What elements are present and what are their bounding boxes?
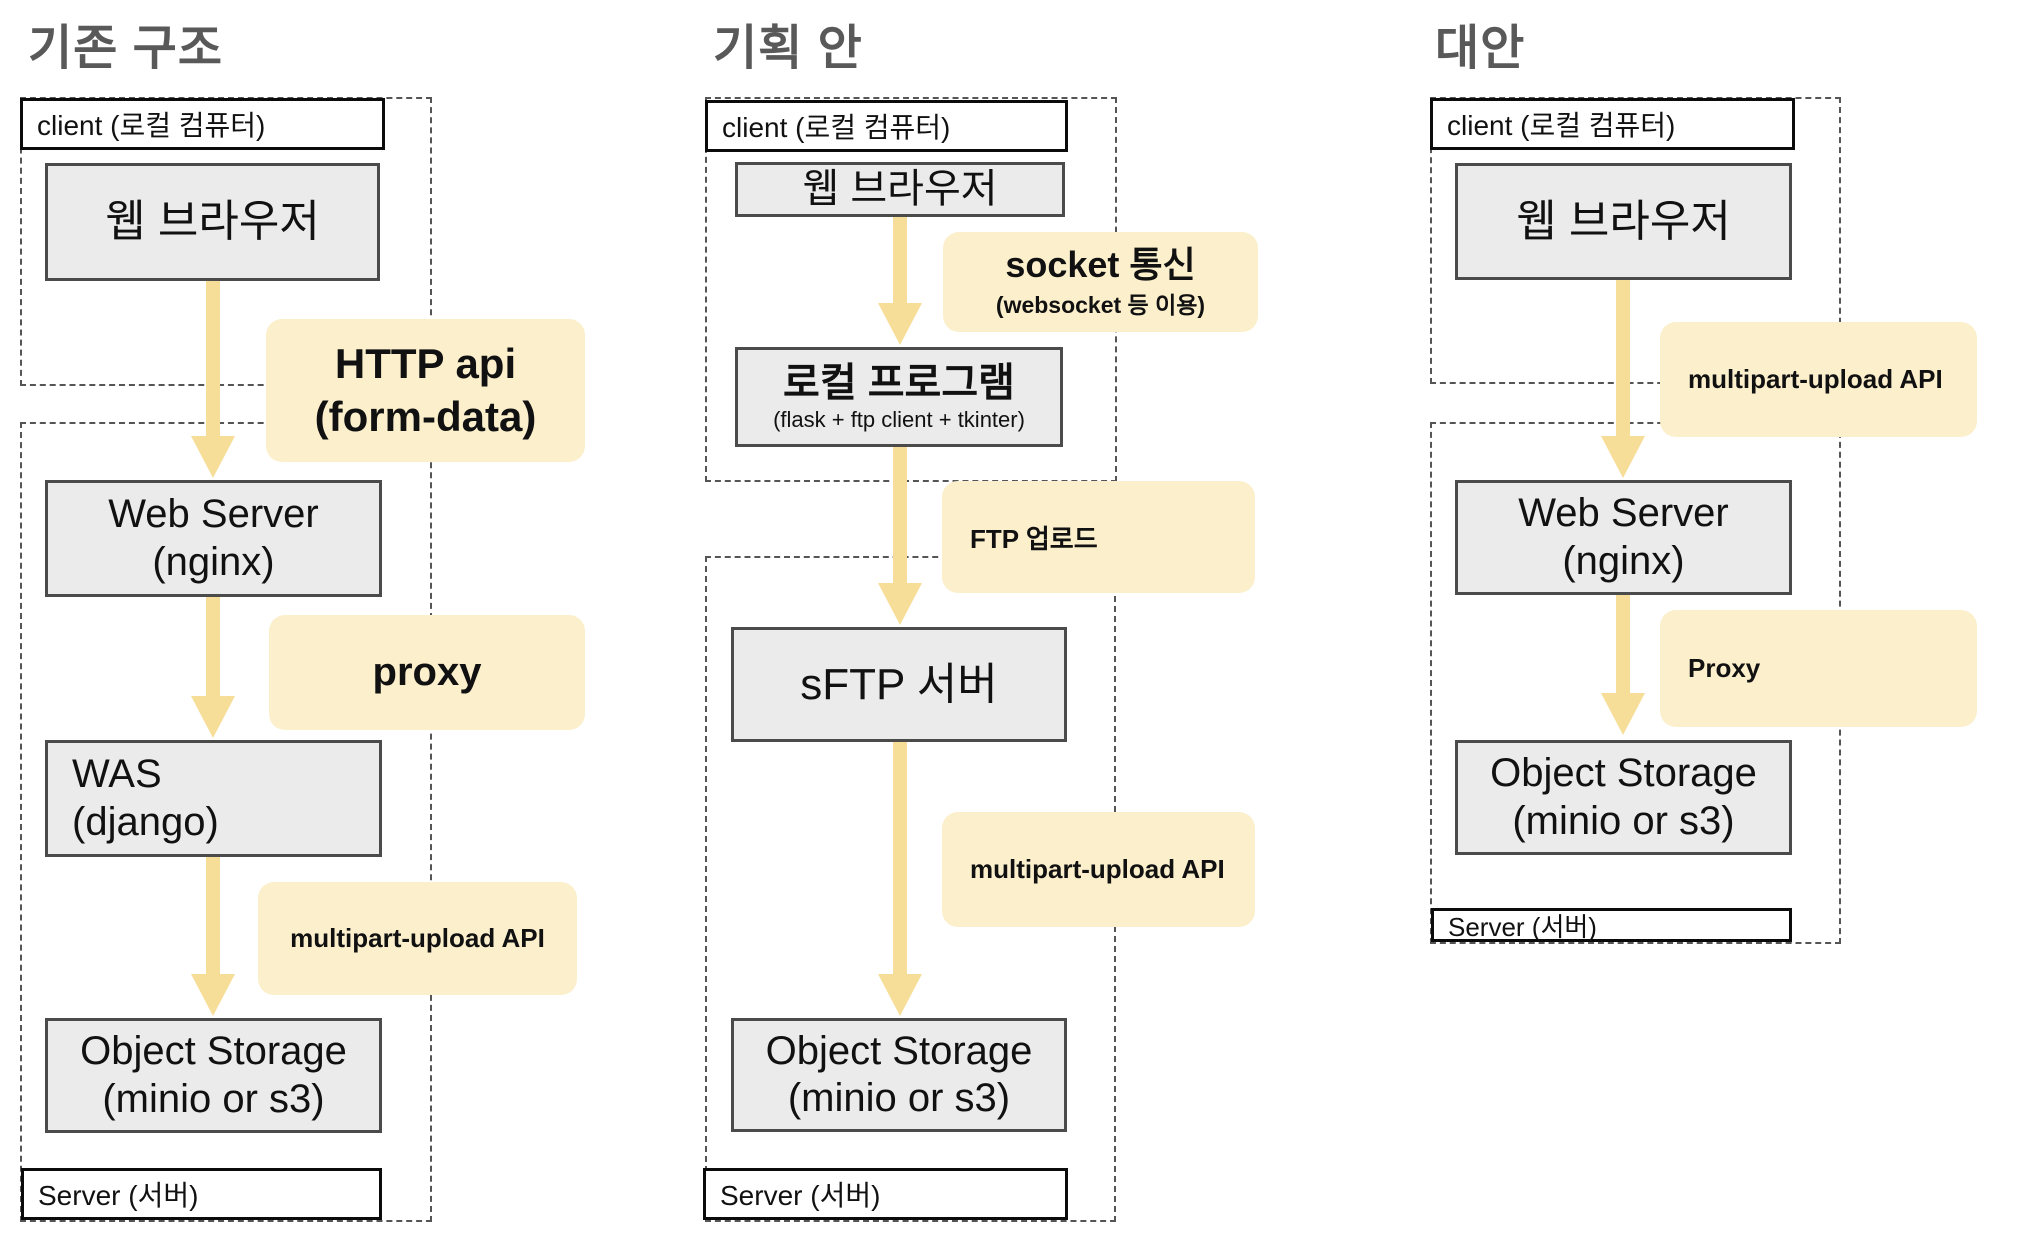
label-http-api-line2: (form-data): [314, 392, 537, 440]
right-client-box: client (로컬 컴퓨터): [1430, 98, 1795, 150]
flow-arrow: [191, 857, 235, 1016]
label-socket: socket 통신 (websocket 등 이용): [943, 232, 1258, 332]
left-client-box-label: client (로컬 컴퓨터): [37, 110, 266, 141]
label-http-api-line1: HTTP api: [334, 340, 517, 387]
label-ftp-upload: FTP 업로드: [942, 481, 1255, 593]
label-socket-line2: (websocket 등 이용): [995, 291, 1206, 318]
right-node-browser: 웹 브라우저: [1455, 163, 1792, 280]
right-node-object-storage: Object Storage (minio or s3): [1455, 740, 1792, 855]
label-socket-line1: socket 통신: [1005, 244, 1196, 286]
left-server-box: Server (서버): [21, 1168, 382, 1220]
label-proxy-right-text: Proxy: [1688, 653, 1761, 683]
column-title-existing: 기존 구조: [28, 22, 223, 75]
flow-arrow: [878, 217, 922, 345]
right-server-box: Server (서버): [1431, 908, 1792, 942]
middle-node-local-program: 로컬 프로그램 (flask + ftp client + tkinter): [735, 347, 1063, 447]
label-multipart-left: multipart-upload API: [258, 882, 577, 995]
flow-arrow: [191, 281, 235, 478]
label-proxy-left: proxy: [269, 615, 585, 730]
left-client-box: client (로컬 컴퓨터): [20, 98, 385, 150]
flow-arrow: [1601, 280, 1645, 478]
label-proxy-left-text: proxy: [372, 650, 482, 694]
right-server-box-label: Server (서버): [1448, 911, 1597, 942]
middle-server-box: Server (서버): [703, 1168, 1068, 1220]
flow-arrow: [878, 447, 922, 625]
middle-node-object-storage: Object Storage (minio or s3): [731, 1018, 1067, 1132]
middle-node-browser: 웹 브라우저: [735, 162, 1065, 217]
flow-arrow: [1601, 595, 1645, 735]
middle-client-box: client (로컬 컴퓨터): [705, 100, 1068, 152]
right-node-web-server: Web Server (nginx): [1455, 480, 1792, 595]
left-server-box-label: Server (서버): [38, 1180, 199, 1211]
label-http-api: HTTP api (form-data): [266, 319, 585, 462]
left-node-browser: 웹 브라우저: [45, 163, 380, 281]
left-server-dashed-region: [20, 422, 432, 1222]
middle-client-box-label: client (로컬 컴퓨터): [722, 112, 951, 143]
flow-arrow: [191, 597, 235, 738]
column-title-plan: 기획 안: [713, 22, 863, 75]
right-client-box-label: client (로컬 컴퓨터): [1447, 110, 1676, 141]
middle-server-box-label: Server (서버): [720, 1180, 881, 1211]
label-multipart-right: multipart-upload API: [1660, 322, 1977, 437]
label-multipart-left-text: multipart-upload API: [290, 923, 545, 953]
label-multipart-middle: multipart-upload API: [942, 812, 1255, 927]
label-multipart-middle-text: multipart-upload API: [970, 854, 1225, 884]
label-ftp-upload-text: FTP 업로드: [970, 523, 1098, 554]
flow-arrow: [878, 742, 922, 1016]
label-proxy-right: Proxy: [1660, 610, 1977, 727]
middle-node-sftp: sFTP 서버: [731, 627, 1067, 742]
left-node-was: WAS (django): [45, 740, 382, 857]
left-node-object-storage: Object Storage (minio or s3): [45, 1018, 382, 1133]
column-title-alternative: 대안: [1435, 22, 1526, 75]
label-multipart-right-text: multipart-upload API: [1688, 364, 1943, 394]
left-node-web-server: Web Server (nginx): [45, 480, 382, 597]
